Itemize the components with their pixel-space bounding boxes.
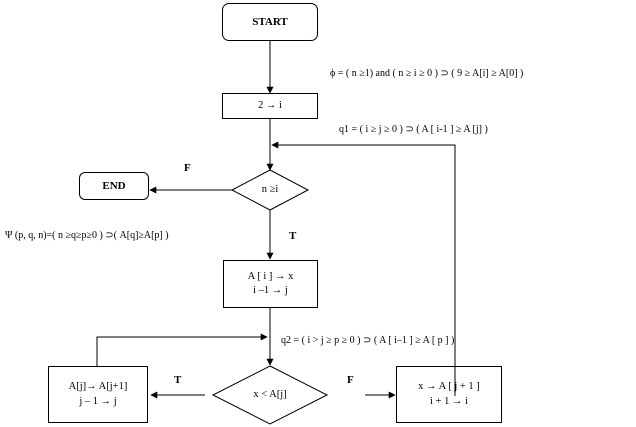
init-node: 2 → i	[222, 93, 318, 119]
outer-condition-label-box: n ≥i	[240, 180, 300, 200]
shift-line-2: j – 1 → j	[79, 395, 117, 407]
outer-decision-shape	[230, 169, 310, 211]
place-node: x → A [ j + 1 ] i + 1 → i	[396, 366, 502, 423]
inner-condition-label: x < A[j]	[253, 388, 287, 400]
edge-shift-loop	[96, 333, 268, 366]
inner-condition-label-box: x < A[j]	[230, 385, 310, 405]
end-label: END	[102, 179, 126, 192]
shift-line-1: A[j]→ A[j+1]	[68, 381, 128, 393]
q2-annotation: q2 = ( i > j ≥ p ≥ 0 ) ⊃ ( A [ i–1 ] ≥ A…	[281, 335, 455, 346]
body-line-2: i –1 → j	[253, 285, 288, 296]
inner-true-label: T	[174, 374, 182, 386]
phi-annotation: ϕ = ( n ≥1) and ( n ≥ i ≥ 0 ) ⊃ ( 9 ≥ A[…	[330, 68, 524, 79]
outer-condition-label: n ≥i	[261, 183, 279, 195]
outer-false-label: F	[184, 162, 191, 174]
start-node: START	[222, 3, 318, 41]
inner-decision-shape	[211, 365, 329, 425]
shift-node: A[j]→ A[j+1] j – 1 → j	[48, 366, 148, 423]
outer-true-label: T	[289, 230, 297, 242]
q1-annotation: q1 = ( i ≥ j ≥ 0 ) ⊃ ( A [ i-1 ] ≥ A [j]…	[339, 124, 488, 135]
psi-annotation: Ψ (p, q, n)=( n ≥q≥p≥0 ) ⊃( A[q]≥A[p] )	[5, 230, 169, 241]
inner-false-label: F	[347, 374, 354, 386]
body-node: A [ i ] → x i –1 → j	[223, 260, 318, 308]
start-label: START	[252, 15, 288, 28]
init-label: 2 → i	[258, 99, 282, 111]
place-line-1: x → A [ j + 1 ]	[418, 381, 480, 393]
place-line-2: i + 1 → i	[429, 395, 468, 407]
end-node: END	[79, 172, 149, 200]
edge-loop-back	[271, 141, 456, 396]
body-line-1: A [ i ] → x	[247, 270, 294, 282]
